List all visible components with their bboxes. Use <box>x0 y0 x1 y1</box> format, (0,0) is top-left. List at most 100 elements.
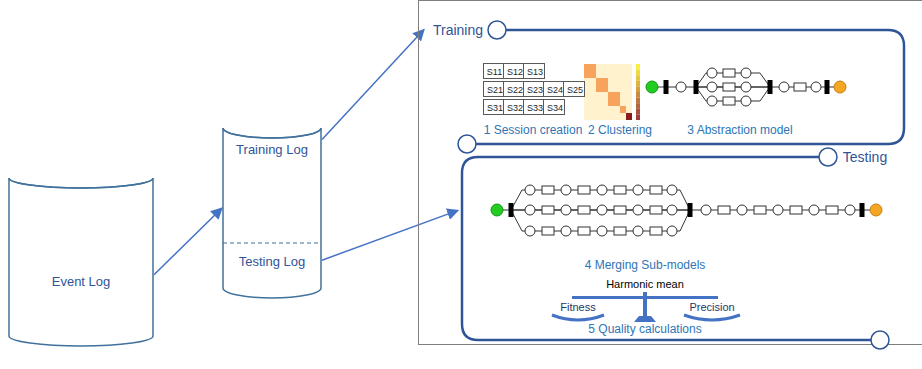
node-label: Training Log <box>236 143 308 158</box>
cylinder-rim <box>9 178 153 188</box>
activity-box <box>614 186 626 194</box>
node-label: Testing Log <box>239 255 306 270</box>
place-circle <box>633 185 643 195</box>
color-bar <box>636 103 640 109</box>
heat-cell <box>620 64 626 71</box>
heat-cell <box>626 78 632 85</box>
testing-track <box>462 157 871 340</box>
heat-cell <box>596 78 602 85</box>
place-circle <box>676 82 686 92</box>
session-label: S31 <box>487 103 503 113</box>
place-circle <box>809 205 819 215</box>
heat-cell <box>596 64 602 71</box>
activity-box <box>542 206 554 214</box>
balance-pan <box>552 315 604 320</box>
heat-cell <box>596 113 602 120</box>
place-circle <box>633 226 643 236</box>
place-circle <box>779 82 789 92</box>
balance-base <box>634 316 656 322</box>
heat-cell <box>614 85 620 92</box>
color-bar <box>636 64 640 70</box>
color-bar <box>636 81 640 87</box>
cylinder-outline <box>8 168 154 346</box>
end-place <box>870 204 882 216</box>
activity-box <box>754 206 766 214</box>
place-circle <box>845 205 855 215</box>
session-label: S34 <box>547 103 563 113</box>
activity-box <box>723 69 735 77</box>
color-bar <box>636 98 640 104</box>
heat-cell <box>608 78 614 85</box>
session-label: S25 <box>567 85 583 95</box>
place-circle <box>633 205 643 215</box>
heat-cell <box>608 113 614 120</box>
session-label: S12 <box>507 67 523 77</box>
step-caption: 2 Clustering <box>588 124 652 138</box>
place-circle <box>561 226 571 236</box>
transition-bar <box>825 80 830 94</box>
place-circle <box>737 205 747 215</box>
node-label: Training <box>433 22 483 38</box>
balance-pan <box>684 315 740 320</box>
step-caption: 3 Abstraction model <box>687 124 792 138</box>
balance-post <box>643 292 647 318</box>
place-circle <box>741 68 751 78</box>
start-place <box>646 81 658 93</box>
heat-cell <box>602 113 608 120</box>
petri-nets <box>491 68 882 236</box>
cylinder-rim <box>223 128 321 138</box>
session-label: S11 <box>487 67 502 77</box>
heat-cell <box>584 99 590 106</box>
heat-cell <box>590 99 596 106</box>
heat-cell <box>620 99 626 106</box>
session-cell: S13 <box>523 63 545 79</box>
heat-cell <box>620 113 626 120</box>
color-bar <box>636 114 640 120</box>
heat-cell <box>608 92 614 99</box>
phase-panel: Testing <box>458 147 908 345</box>
heat-cell <box>614 71 620 78</box>
heat-cell <box>602 85 608 92</box>
session-label: S32 <box>507 103 523 113</box>
place-circle <box>561 205 571 215</box>
session-cell: S24 <box>543 81 565 97</box>
session-label: S13 <box>527 67 543 77</box>
transition-bar <box>860 203 865 217</box>
session-cell: S32 <box>503 99 525 115</box>
track-circle <box>871 331 889 349</box>
heat-cell <box>620 85 626 92</box>
heat-cell <box>602 92 608 99</box>
activity-box <box>542 227 554 235</box>
scale-title: Harmonic mean <box>606 278 684 291</box>
outer-frame <box>419 1 922 345</box>
node-label: Event Log <box>52 275 111 290</box>
start-place <box>491 204 503 216</box>
track-circle <box>458 135 476 153</box>
place-circle <box>707 68 717 78</box>
heat-cell <box>620 71 626 78</box>
heat-cell <box>626 99 632 106</box>
activity-box <box>578 186 590 194</box>
heat-cell <box>614 99 620 106</box>
flow-arrow <box>322 30 424 140</box>
heat-cell <box>596 71 602 78</box>
heat-cell <box>626 106 632 113</box>
heat-cell <box>584 64 590 71</box>
end-place <box>834 81 846 93</box>
heat-cell <box>626 92 632 99</box>
heat-cell <box>620 78 626 85</box>
color-bar <box>636 75 640 81</box>
heat-cell <box>626 71 632 78</box>
heat-cell <box>614 106 620 113</box>
activity-box <box>650 206 662 214</box>
session-cell: S22 <box>503 81 525 97</box>
heat-cell <box>590 71 596 78</box>
color-bar <box>636 86 640 92</box>
session-label: S24 <box>547 85 563 95</box>
heat-cell <box>620 106 626 113</box>
activity-box <box>614 206 626 214</box>
place-circle <box>741 96 751 106</box>
heat-cell <box>584 113 590 120</box>
heat-cell <box>596 106 602 113</box>
balance-scale <box>552 292 740 322</box>
